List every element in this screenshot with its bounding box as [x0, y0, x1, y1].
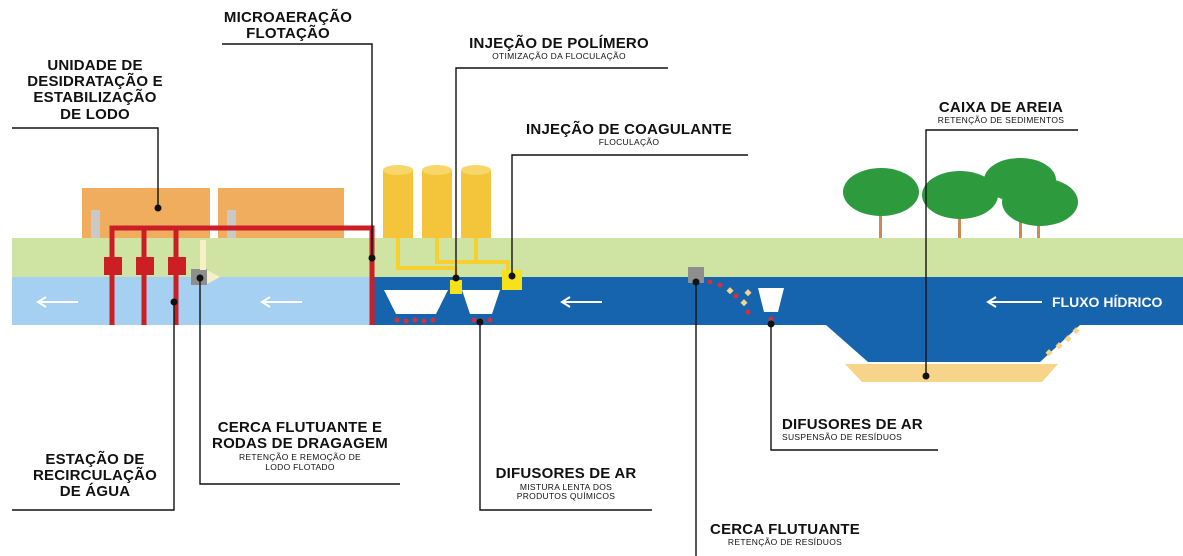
- coagulant-injector: [502, 270, 522, 290]
- label-subtitle: FLOCULAÇÃO: [598, 137, 660, 148]
- label-subtitle: RETENÇÃO E REMOÇÃO DE LODO FLOTADO: [238, 452, 361, 472]
- tank-icon: [422, 165, 452, 238]
- dredging-wheel: [168, 257, 186, 275]
- sludge-pipes: [109, 225, 375, 325]
- label-subtitle: MISTURA LENTA DOS PRODUTOS QUÍMICOS: [516, 482, 616, 502]
- tree-icon: [843, 168, 919, 238]
- label-coagulant-injection: INJEÇÃO DE COAGULANTE FLOCULAÇÃO: [510, 121, 748, 148]
- dredging-wheel: [136, 257, 154, 275]
- floating-fence-icon: [688, 267, 704, 283]
- label-title: ESTAÇÃO DE RECIRCULAÇÃO DE ÁGUA: [32, 451, 158, 501]
- label-title: UNIDADE DE DESIDRATAÇÃO E ESTABILIZAÇÃO …: [27, 57, 163, 123]
- label-microaeration: MICROAERAÇÃO FLOTAÇÃO: [218, 9, 358, 43]
- label-dewatering-unit: UNIDADE DE DESIDRATAÇÃO E ESTABILIZAÇÃO …: [10, 57, 180, 123]
- label-floating-fence-dredging: CERCA FLUTUANTE E RODAS DE DRAGAGEM RETE…: [200, 419, 400, 472]
- fence-float: [207, 270, 220, 284]
- polymer-injector: [450, 280, 462, 294]
- sand-trap: [845, 364, 1058, 382]
- grass-band: [12, 238, 1183, 278]
- tree-icon: [922, 171, 998, 238]
- label-subtitle: RETENÇÃO DE RESÍDUOS: [727, 537, 843, 548]
- label-title: CAIXA DE AREIA: [938, 99, 1064, 116]
- label-title: INJEÇÃO DE POLÍMERO: [469, 35, 649, 52]
- tank-icon: [383, 165, 413, 238]
- label-title: MICROAERAÇÃO FLOTAÇÃO: [223, 9, 353, 43]
- building-window: [91, 210, 100, 238]
- label-title: CERCA FLUTUANTE E RODAS DE DRAGAGEM: [212, 419, 388, 453]
- tree-icon: [1002, 178, 1078, 238]
- label-title: DIFUSORES DE AR: [495, 465, 637, 482]
- label-floating-fence-waste: CERCA FLUTUANTE RETENÇÃO DE RESÍDUOS: [700, 521, 870, 548]
- waste-particles: [707, 279, 752, 315]
- mixing-basin: [462, 290, 500, 314]
- arrow-left-icon: [36, 296, 1042, 308]
- building-window: [227, 210, 236, 238]
- air-diffuser-icon: [394, 317, 436, 324]
- leader-lines: [12, 43, 1078, 556]
- fence-post: [200, 240, 206, 270]
- label-subtitle: RETENÇÃO DE SEDIMENTOS: [937, 115, 1065, 126]
- suspension-diffuser: [758, 288, 784, 312]
- label-title: DIFUSORES DE AR: [782, 416, 923, 433]
- label-diffusers-chemicals: DIFUSORES DE AR MISTURA LENTA DOS PRODUT…: [480, 465, 652, 502]
- label-sand-trap: CAIXA DE AREIA RETENÇÃO DE SEDIMENTOS: [926, 99, 1076, 126]
- label-subtitle: OTIMIZAÇÃO DA FLOCULAÇÃO: [492, 51, 626, 62]
- river-channel: [374, 277, 1183, 362]
- tank-icon: [461, 165, 491, 238]
- label-recirculation-station: ESTAÇÃO DE RECIRCULAÇÃO DE ÁGUA: [20, 451, 170, 501]
- label-title: INJEÇÃO DE COAGULANTE: [526, 121, 732, 138]
- flotation-basin: [384, 290, 448, 314]
- air-diffuser-icon: [768, 316, 774, 322]
- label-subtitle: SUSPENSÃO DE RESÍDUOS: [782, 432, 903, 443]
- label-water-flow: FLUXO HÍDRICO: [1052, 294, 1163, 310]
- label-title: CERCA FLUTUANTE: [710, 521, 860, 538]
- label-diffusers-waste: DIFUSORES DE AR SUSPENSÃO DE RESÍDUOS: [782, 416, 942, 443]
- dredging-wheel: [104, 257, 122, 275]
- leader-dots: [154, 204, 930, 380]
- label-polymer-injection: INJEÇÃO DE POLÍMERO OTIMIZAÇÃO DA FLOCUL…: [452, 35, 666, 62]
